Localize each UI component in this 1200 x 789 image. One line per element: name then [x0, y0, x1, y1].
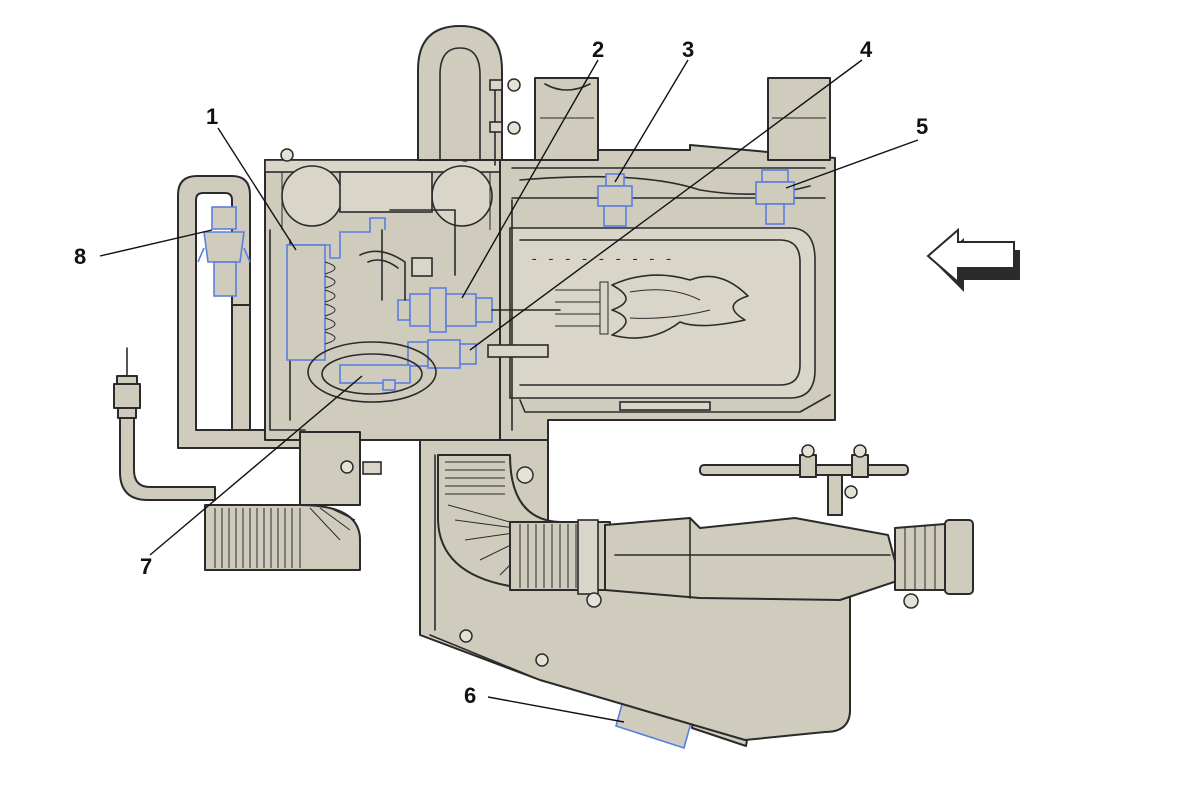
mounting-rod: [699, 444, 909, 516]
component-3-overheat-sensor: [597, 173, 633, 227]
callout-1: 1: [206, 104, 218, 129]
callout-8: 8: [74, 244, 86, 269]
arrow-left-icon: [926, 227, 1020, 292]
coolant-pipe-loop: [177, 175, 301, 449]
component-2-fuel-nozzle: [397, 287, 561, 333]
component-1-heater-element: [286, 217, 386, 361]
component-4-glow-plug: [407, 339, 477, 369]
component-7-fuel-pump: [307, 250, 437, 403]
callout-6: 6: [464, 683, 476, 708]
temperature-probe: [113, 347, 216, 501]
combustion-housing: - - - - - - - - -: [487, 77, 836, 441]
callout-3: 3: [682, 37, 694, 62]
lower-air-housing: [204, 431, 974, 741]
callout-2: 2: [592, 37, 604, 62]
callout-5: 5: [916, 114, 928, 139]
main-housing-left: [264, 148, 501, 446]
callout-4: 4: [860, 37, 873, 62]
leader-lines: [99, 59, 919, 723]
callout-7: 7: [140, 554, 152, 579]
component-8-sensor: [197, 206, 251, 297]
callout-labels: 1 2 3 4 5 6 7 8: [74, 37, 928, 708]
component-5-temperature-sensor: [755, 169, 795, 225]
svg-text:- - - - - - - - -: - - - - - - - - -: [530, 252, 673, 268]
exhaust-chimney: [417, 25, 521, 166]
